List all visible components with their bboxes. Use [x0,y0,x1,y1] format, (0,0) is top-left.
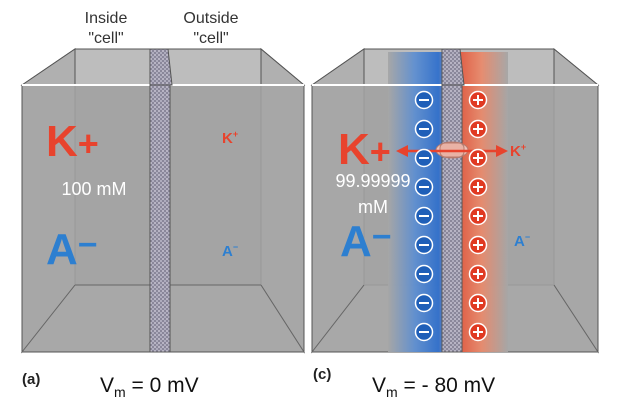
positive-charge [468,235,488,255]
negative-charge [414,148,434,168]
negative-charge [414,235,434,255]
positive-charge [468,293,488,313]
panel-a-anion-inside: A− [46,225,98,274]
negative-charge [414,322,434,342]
negative-charge [414,206,434,226]
panel-a-letter: (a) [22,371,41,388]
panel-a-k-outside: K+ [222,129,239,147]
panel-c-anion-outside: A− [514,232,531,250]
negative-charge-column [414,90,434,342]
panel-c-vm: Vm = - 80 mV [372,374,496,401]
panel-a-k-concentration: 100 mM [61,179,127,199]
panel-c-k-outside: K+ [510,142,527,160]
panel-c-membrane [441,48,465,353]
negative-charge [414,293,434,313]
positive-charge [468,322,488,342]
panel-a-anion-outside: A− [222,242,239,260]
panel-c-letter: (c) [313,366,332,383]
positive-charge [468,264,488,284]
panel-c-anion-inside: A− [340,217,392,266]
positive-charge [468,177,488,197]
outside-cell-header: Outside "cell" [183,10,239,47]
negative-charge [414,264,434,284]
panel-c-k-inside: K+ [338,125,391,174]
inside-cell-header: Inside "cell" [84,10,128,47]
positive-charge-column [468,90,488,342]
positive-charge [468,119,488,139]
negative-charge [414,90,434,110]
negative-charge [414,177,434,197]
positive-charge [468,90,488,110]
positive-charge [468,206,488,226]
panel-a-membrane [149,48,173,353]
positive-charge [468,148,488,168]
panel-a-vm: Vm = 0 mV [100,374,199,401]
panel-a-k-inside: K+ [46,117,99,166]
negative-charge [414,119,434,139]
